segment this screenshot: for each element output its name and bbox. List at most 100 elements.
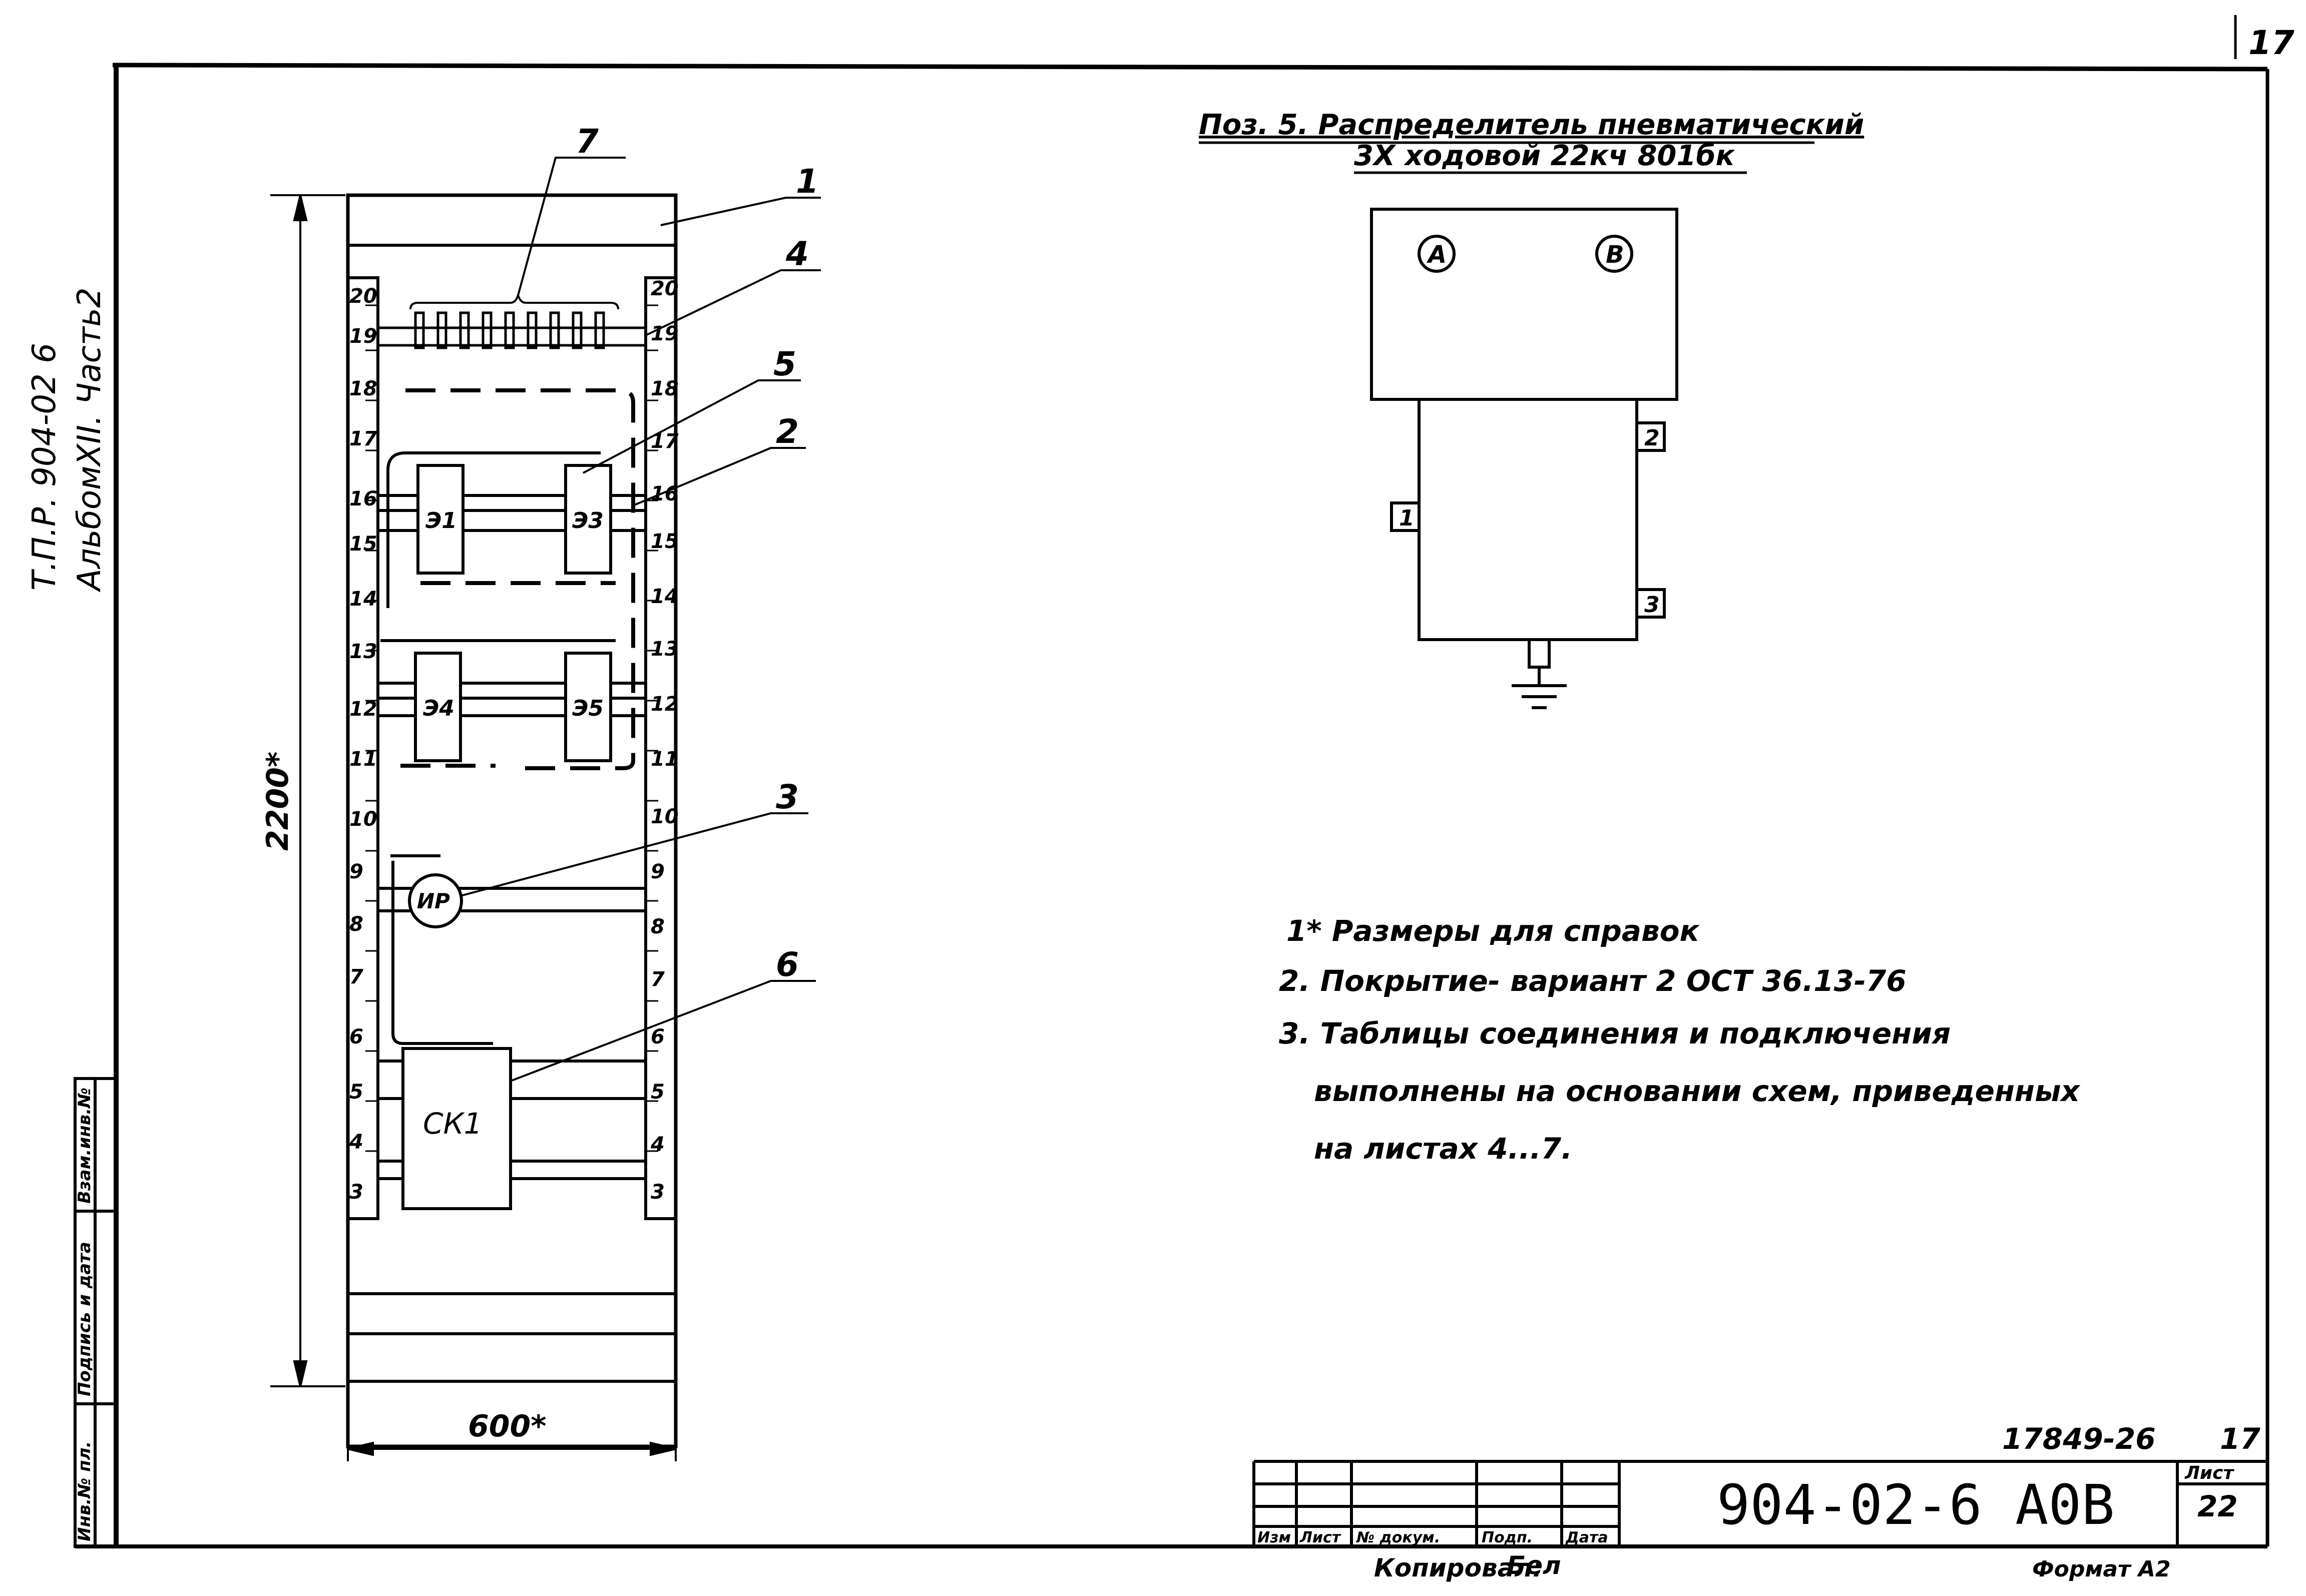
left-rail — [346, 276, 379, 1220]
callout-2: 2 — [776, 412, 799, 451]
port-b-label: В — [1606, 241, 1624, 269]
distributor-title-1: Поз. 5. Распределитель пневматический — [1199, 109, 1864, 141]
scale-left: 20 19 18 17 16 15 14 13 12 11 10 9 8 7 6… — [349, 285, 377, 1204]
scale-right-19: 19 — [651, 322, 679, 345]
scale-right-20: 20 — [651, 277, 679, 300]
terminal-strip — [378, 292, 646, 349]
element-e3-label: Э3 — [572, 508, 604, 534]
element-ir-circle — [408, 873, 463, 928]
scale-right-7: 7 — [651, 968, 665, 991]
ground-stem — [1528, 638, 1551, 669]
note-2: 2. Покрытие- вариант 2 ОСТ 36.13-76 — [1279, 964, 1907, 998]
scale-right-14: 14 — [651, 585, 679, 608]
port-3-box — [1635, 588, 1666, 619]
scale-right: 20 19 18 17 16 15 14 13 12 11 10 9 8 7 6… — [650, 277, 679, 1204]
page-number: 17 — [2220, 1422, 2260, 1456]
dimension-height: 2200* — [260, 752, 295, 851]
scale-left-4: 4 — [349, 1131, 363, 1154]
scale-right-18: 18 — [651, 377, 679, 400]
side-title: Т.П.Р. 904-02 6 АльбомXII. Часть2 — [26, 287, 108, 593]
side-stamp-signature: Подпись и дата — [75, 1242, 95, 1396]
cabinet-outline — [346, 193, 678, 1448]
copied-by: Копировал: — [1374, 1553, 1543, 1582]
copied-signature: Бел — [1507, 1551, 1561, 1580]
scale-right-3: 3 — [651, 1181, 665, 1204]
scale-right-10: 10 — [651, 805, 679, 828]
scale-left-3: 3 — [349, 1181, 363, 1204]
col-doc: № докум. — [1355, 1529, 1440, 1546]
cabinet-drawing — [270, 157, 821, 1461]
element-sk1-box — [401, 1047, 512, 1210]
port-a-label: А — [1426, 241, 1447, 269]
port-2-label: 2 — [1644, 425, 1660, 451]
dimension-lines — [270, 194, 677, 1461]
col-change: Изм — [1257, 1529, 1291, 1546]
element-sk1-label: СК1 — [423, 1107, 483, 1141]
corner-number: 17 — [2248, 24, 2294, 62]
distributor-drawing — [1370, 208, 1678, 709]
port-a-circle — [1418, 235, 1456, 273]
callout-5: 5 — [773, 345, 796, 383]
scale-left-11: 11 — [349, 748, 377, 771]
panel-sk1 — [378, 1047, 646, 1210]
note-4: выполнены на основании схем, приведенных — [1314, 1074, 2080, 1108]
panel-middle — [378, 652, 646, 762]
element-ir-label: ИР — [417, 889, 450, 913]
scale-right-13: 13 — [651, 638, 679, 661]
scale-right-15: 15 — [651, 530, 679, 553]
scale-left-17: 17 — [349, 427, 377, 450]
scale-right-16: 16 — [651, 482, 679, 505]
scale-right-8: 8 — [651, 915, 665, 938]
note-1: 1* Размеры для справок — [1286, 914, 1700, 948]
format-label: Формат А2 — [2032, 1556, 2171, 1582]
callout-7: 7 — [576, 122, 599, 161]
side-stamp-replace: Взам.инв.№ — [75, 1088, 95, 1204]
sheet-label: Лист — [2184, 1463, 2234, 1483]
scale-right-12: 12 — [651, 693, 679, 716]
scale-right-9: 9 — [651, 860, 665, 883]
element-e5-label: Э5 — [572, 696, 604, 721]
scale-right-11: 11 — [651, 748, 679, 771]
port-1-box — [1390, 501, 1421, 532]
col-date: Дата — [1565, 1529, 1608, 1546]
scale-left-12: 12 — [349, 698, 377, 721]
scale-left-13: 13 — [349, 640, 377, 663]
scale-left-9: 9 — [349, 860, 363, 883]
panel-upper — [378, 451, 646, 608]
callout-3: 3 — [776, 778, 799, 816]
note-5: на листах 4...7. — [1314, 1132, 1572, 1166]
scale-right-4: 4 — [650, 1133, 665, 1156]
scale-left-20: 20 — [349, 285, 377, 308]
scale-right-6: 6 — [651, 1025, 665, 1048]
scale-right-17: 17 — [651, 430, 679, 453]
right-rail — [644, 276, 677, 1220]
panel-ir — [378, 854, 646, 1045]
port-3-label: 3 — [1644, 592, 1660, 618]
note-3: 3. Таблицы соединения и подключения — [1279, 1016, 1951, 1050]
title-block — [1252, 1460, 2267, 1546]
col-sheet: Лист — [1299, 1529, 1341, 1546]
callout-leaders — [460, 157, 821, 1082]
element-e4-box — [414, 652, 462, 762]
element-e1-label: Э1 — [425, 508, 457, 534]
col-sign: Подп. — [1482, 1529, 1533, 1546]
doc-code: 904-02-6 А0В — [1717, 1473, 2115, 1537]
element-e4-label: Э4 — [423, 696, 454, 721]
cable-duct — [405, 388, 635, 770]
scale-left-5: 5 — [349, 1081, 363, 1104]
scale-left-16: 16 — [349, 487, 377, 510]
element-e5-box — [564, 652, 612, 762]
port-1-label: 1 — [1399, 505, 1415, 531]
scale-right-5: 5 — [651, 1081, 665, 1104]
scale-left-15: 15 — [349, 533, 377, 556]
scale-left-14: 14 — [349, 588, 377, 611]
archive-number: 17849-26 — [2002, 1422, 2156, 1456]
notes: 1* Размеры для справок 2. Покрытие- вари… — [1279, 914, 2080, 1166]
callout-4: 4 — [785, 235, 809, 273]
side-stamp — [74, 1077, 118, 1548]
distributor-head — [1370, 208, 1678, 401]
dimension-width: 600* — [468, 1409, 547, 1444]
scale-left-18: 18 — [349, 377, 377, 400]
scale-left-7: 7 — [349, 965, 363, 988]
